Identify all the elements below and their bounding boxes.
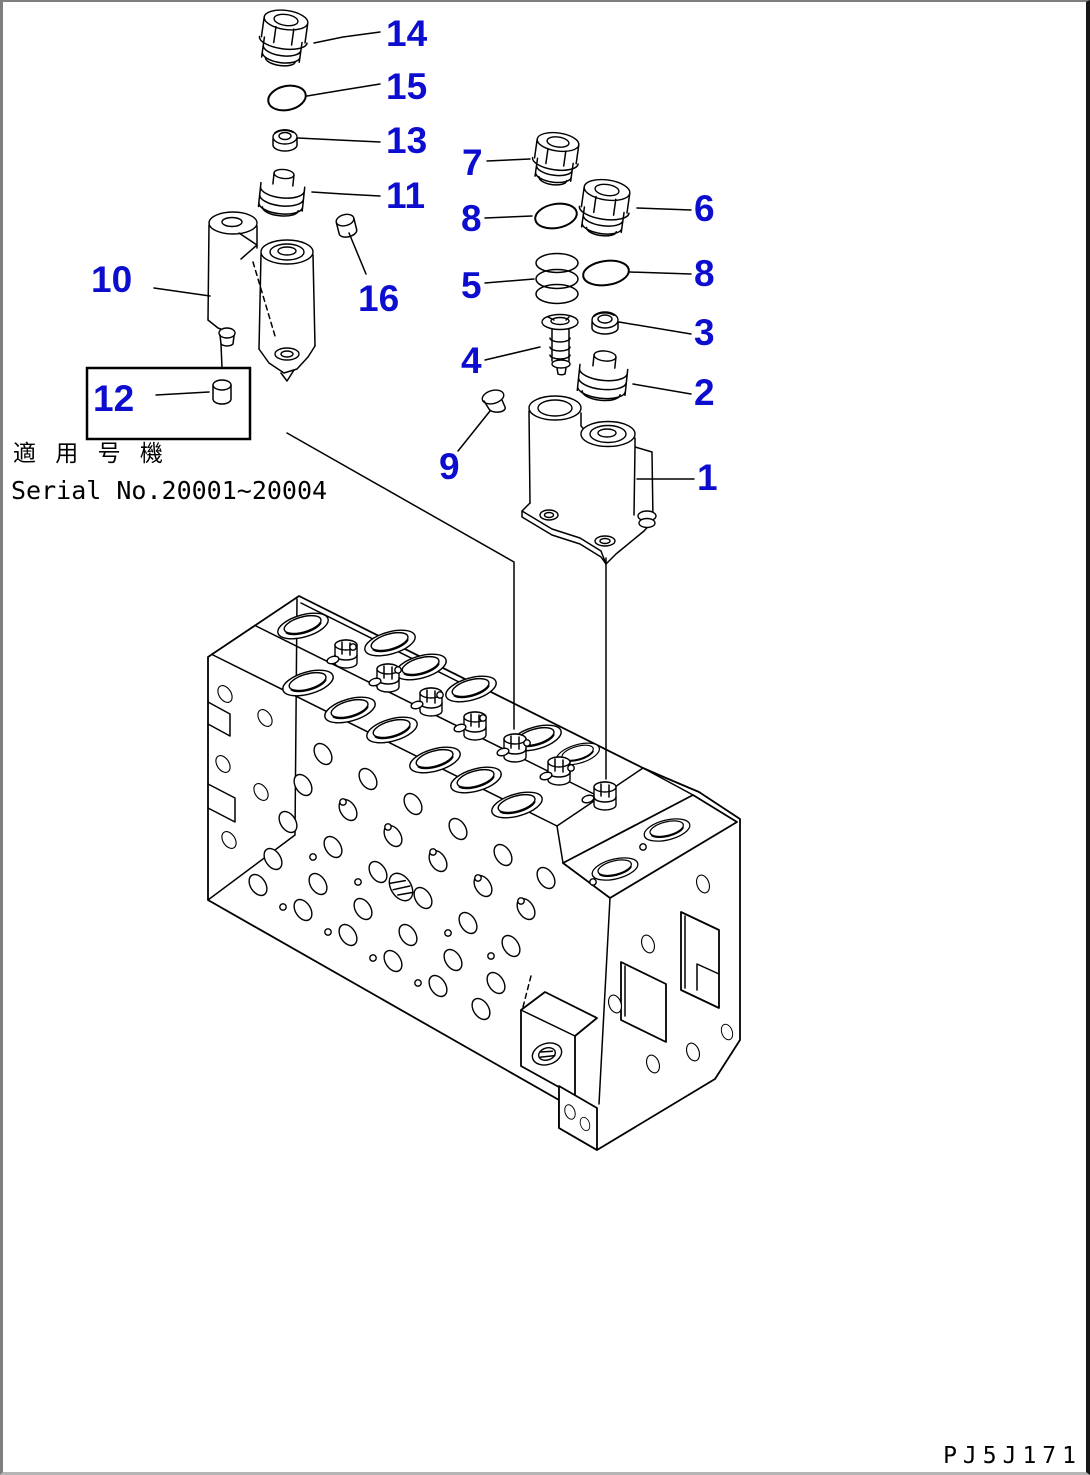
callout-labels: 14 15 13 11 16 10 12 7 8 6 5 8 3 4 2 9 1 [91,13,718,498]
callout-14: 14 [386,13,428,54]
callout-1: 1 [697,457,718,498]
callout-3: 3 [694,312,715,353]
leader-assembly-10-to-block [286,432,515,730]
part-14-plug [258,9,309,67]
serial-range-text: Serial No.20001~20004 [11,476,327,505]
callout-8a: 8 [461,198,482,239]
front-face-holes [212,682,560,1024]
extension-face [605,872,736,1076]
part-10-valve-assembly [207,211,316,382]
diagram-svg: 14 15 13 11 16 10 12 7 8 6 5 8 3 4 2 9 1 適 用 号 機 Serial … [11,9,1082,1469]
part-2-plug [576,350,629,402]
part-4-valve [541,313,579,376]
leader-lines [153,31,695,780]
part-6-plug [578,178,631,237]
part-9-bolt [481,389,506,413]
part-8-oring-lower [582,259,630,287]
callout-2: 2 [694,372,715,413]
part-13-nut [272,129,298,152]
part-16-plug [335,213,358,238]
callout-10: 10 [91,259,132,300]
callout-9: 9 [439,446,460,487]
part-7-plug [531,131,580,186]
callout-6: 6 [694,188,715,229]
mounting-foot [558,1085,598,1151]
part-12-plug [85,366,252,441]
callout-15: 15 [386,66,427,107]
part-15-gasket [267,84,307,112]
leader-assembly-10-to-part-12 [220,343,223,369]
callout-12: 12 [93,378,134,419]
mounting-block [520,975,598,1097]
main-valve-block [207,595,741,1151]
part-5-spring [535,252,579,305]
callout-7: 7 [462,142,483,183]
part-11-plug [257,168,306,217]
callout-5: 5 [461,265,482,306]
callout-16: 16 [358,278,399,319]
part-12-box [85,366,252,441]
frame-code: PJ5J171 [943,1443,1082,1469]
part-1-valve-body [521,395,657,565]
callout-13: 13 [386,120,427,161]
callout-4: 4 [461,340,482,381]
applicability-label-jp: 適 用 号 機 [13,441,169,467]
part-8-oring-upper [534,202,578,230]
part-3-nut [591,311,619,335]
callout-11: 11 [386,175,425,216]
callout-8b: 8 [694,253,715,294]
